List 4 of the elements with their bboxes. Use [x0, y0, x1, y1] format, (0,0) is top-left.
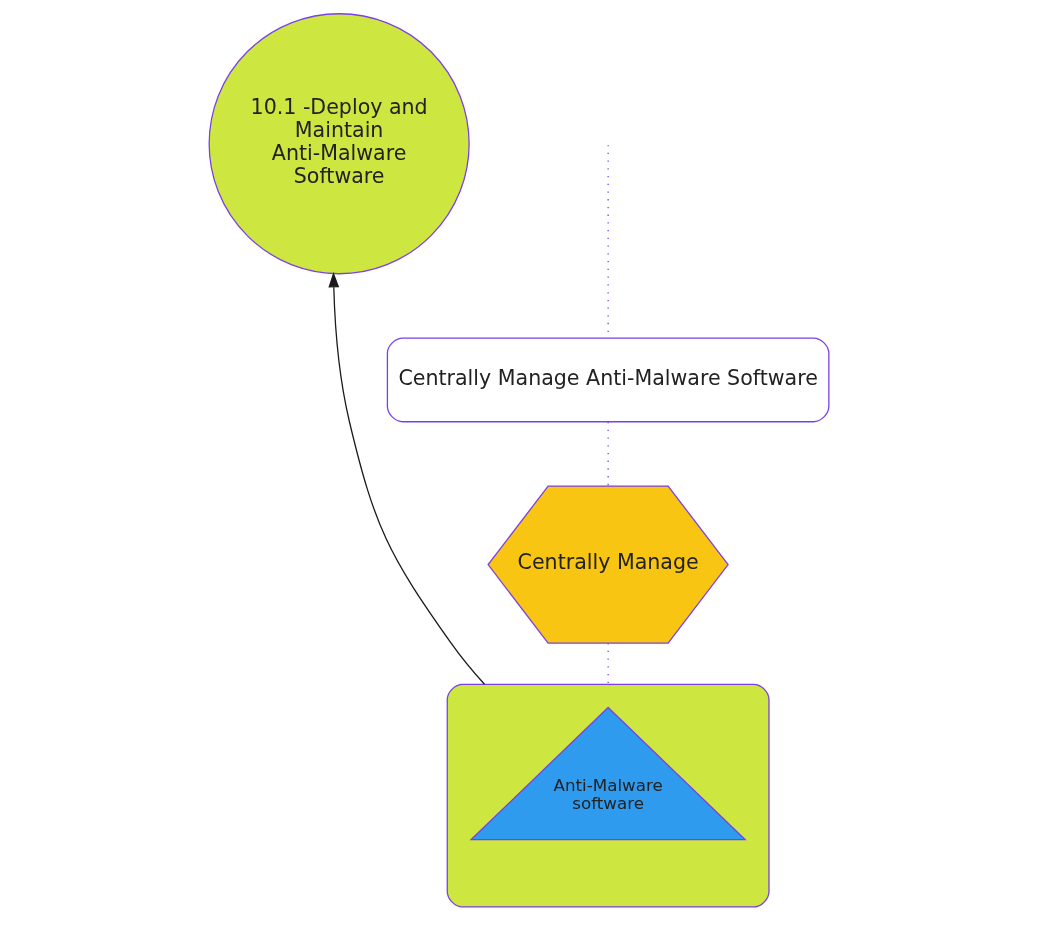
arrow: [327, 271, 485, 685]
cluster: [446, 683, 770, 908]
node-circle: 10.1 -Deploy and Maintain Anti-Malware Software: [208, 13, 470, 275]
node-box: Centrally Manage Anti-Malware Software: [386, 337, 829, 423]
